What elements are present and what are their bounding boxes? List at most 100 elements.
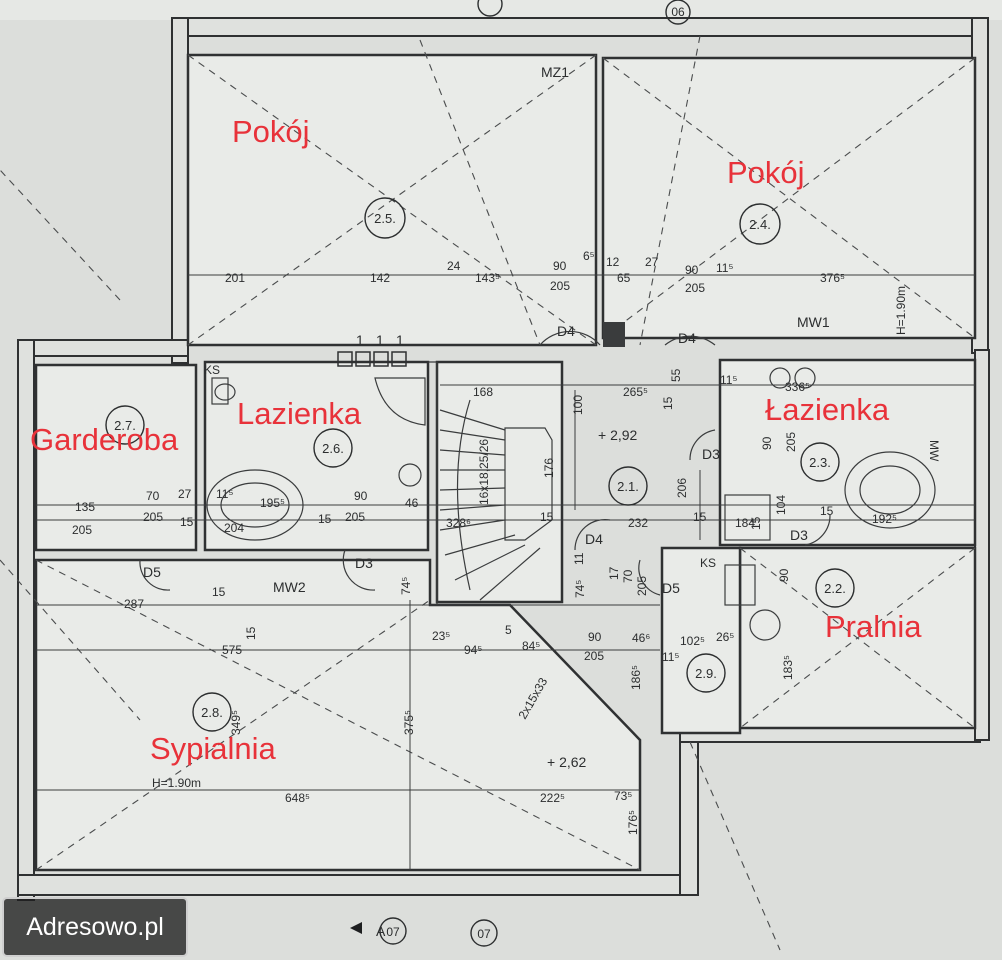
dim-low: 205 xyxy=(635,576,649,596)
dim-hall: 100 xyxy=(571,395,585,415)
dim-sypialnia: 222⁵ xyxy=(540,791,565,805)
door-d4-right: D4 xyxy=(678,330,696,346)
axis-07-right-label: 07 xyxy=(477,927,491,941)
dim-low: 70 xyxy=(621,569,635,583)
dim-low: 287 xyxy=(124,597,144,611)
dim-mid: 11⁵ xyxy=(216,487,233,501)
level-upper: + 2,92 xyxy=(598,427,638,443)
dim-mid: 90 xyxy=(354,489,368,503)
marker-mw-side: MW xyxy=(927,440,941,462)
roof-lines xyxy=(0,35,976,951)
room-name-pokoj-right: Pokój xyxy=(727,155,805,190)
dim-mid-sub: 205 xyxy=(72,523,92,537)
room-name-pokoj-left: Pokój xyxy=(232,114,310,149)
dim-mid: 192⁵ xyxy=(872,512,897,526)
marker-ks-right: KS xyxy=(700,556,716,570)
height-right: H=1.90m xyxy=(894,286,908,335)
dim-bottom: 26⁵ xyxy=(716,630,734,644)
dim-hall: 11⁵ xyxy=(720,373,737,387)
door-d5-left: D5 xyxy=(143,564,161,580)
dim-hall: 205 xyxy=(784,432,798,452)
dim-mid: 135 xyxy=(75,500,95,514)
door-d3-hall: D3 xyxy=(702,446,720,462)
room-name-sypialnia: Sypialnia xyxy=(150,731,277,766)
door-d3-pralnia: D3 xyxy=(790,527,808,543)
dim-hall-vert: 206 xyxy=(675,478,689,498)
dim-bottom: 205 xyxy=(584,649,604,663)
marker-mw1: MW1 xyxy=(797,314,830,330)
watermark-adresowo: Adresowo.pl xyxy=(2,897,188,957)
stairs-spec: 16x18,25/26 xyxy=(477,439,491,505)
room-number-2-6: 2.6. xyxy=(322,441,344,456)
room-number-2-4: 2.4. xyxy=(749,217,771,232)
dim-low: 11 xyxy=(572,552,586,565)
dim-low: 74⁵ xyxy=(399,577,413,595)
dim-top: 143⁵ xyxy=(475,271,500,285)
marker-mz1: MZ1 xyxy=(541,64,569,80)
door-d4-hall: D4 xyxy=(585,531,603,547)
room-number-2-9: 2.9. xyxy=(695,666,717,681)
dim-bottom: 46⁶ xyxy=(632,631,650,645)
dim-bottom: 575 xyxy=(222,643,242,657)
dim-mid: 15 xyxy=(820,504,834,518)
dim-mid: 15 xyxy=(540,510,554,524)
dim-sypialnia: 648⁵ xyxy=(285,791,310,805)
dim-low: 15 xyxy=(244,626,258,640)
dim-top: 90 xyxy=(553,259,567,273)
dim-bottom: 102⁵ xyxy=(680,634,705,648)
dim-hall: 336⁵ xyxy=(785,380,810,394)
dim-bottom: 90 xyxy=(588,630,602,644)
room-name-lazienka-right: Łazienka xyxy=(765,392,890,427)
room-number-2-8: 2.8. xyxy=(201,705,223,720)
dim-hall: 55 xyxy=(669,368,683,382)
dim-bottom: 183⁵ xyxy=(781,655,795,680)
dim-top: 11⁵ xyxy=(716,261,733,275)
dim-hall: 265⁵ xyxy=(623,385,648,399)
dim-bottom: 11⁵ xyxy=(662,650,679,664)
dim-top: 201 xyxy=(225,271,245,285)
room-number-2-7: 2.7. xyxy=(114,418,136,433)
dim-top: 6⁵ xyxy=(583,249,595,263)
axis-a-label: A xyxy=(376,923,386,939)
dim-sypialnia: 349⁵ xyxy=(229,710,243,735)
dim-low: 5 xyxy=(505,623,512,637)
dim-top: 142 xyxy=(370,271,390,285)
dim-mid: 70 xyxy=(146,489,160,503)
dim-mid: 104 xyxy=(774,495,788,515)
level-lower: + 2,62 xyxy=(547,754,587,770)
room-name-pralnia: Pralnia xyxy=(825,609,922,644)
dim-top-sub: 205 xyxy=(550,279,570,293)
dim-top-sub: 205 xyxy=(685,281,705,295)
dimension-lines xyxy=(36,274,975,870)
height-left: H=1.90m xyxy=(152,776,201,790)
door-d5-right: D5 xyxy=(662,580,680,596)
dim-low: 17 xyxy=(607,566,621,580)
dim-top: 376⁵ xyxy=(820,271,845,285)
axis-06-label: 06 xyxy=(671,5,685,19)
section-arrow-icon xyxy=(350,922,362,934)
room-name-garderoba: Garderoba xyxy=(30,422,179,457)
dim-mid-sub: 205 xyxy=(143,510,163,524)
dim-mid: 232 xyxy=(628,516,648,530)
dim-mid-sub: 15 xyxy=(318,512,332,526)
dim-top: 65 xyxy=(617,271,631,285)
dim-mid: 27 xyxy=(178,487,192,501)
axis-07-left-label: 07 xyxy=(386,925,400,939)
dim-mid-sub: 204 xyxy=(224,521,244,535)
room-name-lazienka-left: Lazienka xyxy=(237,396,362,431)
dim-hall: 168 xyxy=(473,385,493,399)
dim-sypialnia: 176⁵ xyxy=(626,810,640,835)
staircase xyxy=(439,399,553,601)
dim-bottom: 94⁵ xyxy=(464,643,482,657)
dim-mid: 195⁵ xyxy=(260,496,285,510)
dim-hall-vert: 176 xyxy=(542,458,556,478)
dim-top: 12 xyxy=(606,255,620,269)
dim-sypialnia: 375⁵ xyxy=(402,710,416,735)
dim-low: 15 xyxy=(749,516,763,530)
dim-mid: 15 xyxy=(693,510,707,524)
dim-bottom: 23⁵ xyxy=(432,629,450,643)
door-d4-left: D4 xyxy=(557,323,575,339)
dim-top: 27 xyxy=(645,255,659,269)
fixtures xyxy=(139,322,936,641)
